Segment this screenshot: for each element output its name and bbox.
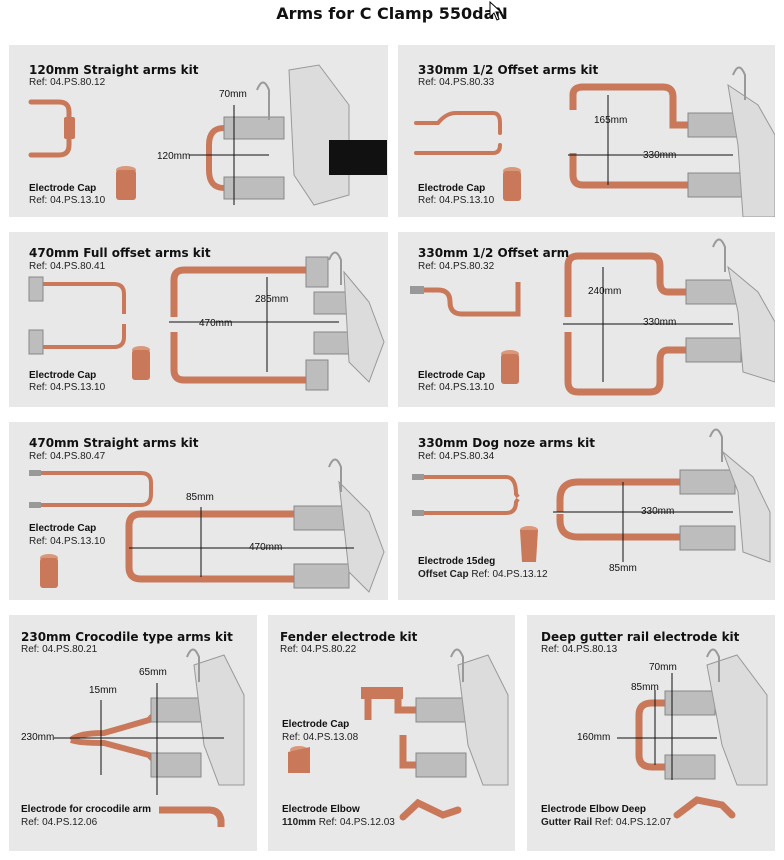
panel-330mm-half-offset-arms-kit: 330mm 1/2 Offset arms kit Ref: 04.PS.80.…: [398, 45, 775, 217]
product-illustration: [414, 66, 775, 217]
cap-title: Electrode Cap: [29, 370, 97, 381]
cap-title: Electrode 15deg: [418, 556, 496, 567]
cap-ref-label: Gutter Rail: [541, 817, 593, 828]
panel-title: 470mm Full offset arms kit: [29, 246, 211, 260]
cap-title: Electrode Cap: [29, 523, 97, 534]
panel-230mm-crocodile-arms-kit: 230mm Crocodile type arms kit Ref: 04.PS…: [9, 615, 257, 851]
dimension-label: 330mm: [641, 506, 675, 517]
cap-ref-value: Ref: 04.PS.12.07: [594, 817, 672, 828]
dimension-label: 230mm: [21, 732, 55, 743]
product-illustration: [288, 648, 509, 821]
dimension-label: 70mm: [649, 662, 677, 673]
panel-ref: Ref: 04.PS.80.12: [29, 77, 106, 88]
cap-title: Electrode Elbow Deep: [541, 804, 647, 815]
panel-ref: Ref: 04.PS.80.47: [29, 451, 106, 462]
dimension-label: 85mm: [631, 682, 659, 693]
panel-title: 230mm Crocodile type arms kit: [21, 630, 233, 644]
elbow-ref: 110mm Ref: 04.PS.12.03: [282, 817, 395, 828]
panel-ref: Ref: 04.PS.80.32: [418, 261, 495, 272]
dimension-label: 120mm: [157, 151, 191, 162]
panel-ref: Ref: 04.PS.80.33: [418, 77, 495, 88]
panel-330mm-half-offset-arm: 330mm 1/2 Offset arm Ref: 04.PS.80.32 El…: [398, 232, 775, 407]
panel-330mm-dog-noze-arms-kit: 330mm Dog noze arms kit Ref: 04.PS.80.34…: [398, 422, 775, 600]
dimension-label: 240mm: [588, 286, 622, 297]
cap-title: Electrode Cap: [29, 183, 97, 194]
panel-title: 330mm 1/2 Offset arm: [418, 246, 570, 260]
panel-ref: Ref: 04.PS.80.13: [541, 644, 618, 655]
panel-title: 120mm Straight arms kit: [29, 63, 199, 77]
cap-ref-label: Offset Cap: [418, 569, 469, 580]
dimension-label: 470mm: [249, 542, 283, 553]
cap-ref: Ref: 04.PS.13.10: [418, 382, 495, 393]
page-title: Arms for C Clamp 550daN: [276, 4, 508, 23]
dimension-label: 70mm: [219, 89, 247, 100]
panel-470mm-straight-arms-kit: 470mm Straight arms kit Ref: 04.PS.80.47…: [9, 422, 388, 600]
cap-ref: Ref: 04.PS.13.08: [282, 732, 359, 743]
panel-title: 330mm Dog noze arms kit: [418, 436, 595, 450]
panel-title: Deep gutter rail electrode kit: [541, 630, 740, 644]
panel-470mm-full-offset-arms-kit: 470mm Full offset arms kit Ref: 04.PS.80…: [9, 232, 388, 407]
cap-title: Electrode for crocodile arm: [21, 804, 152, 815]
panel-ref: Ref: 04.PS.80.41: [29, 261, 106, 272]
cap-ref: Ref: 04.PS.13.10: [418, 195, 495, 206]
cap-title: Electrode Cap: [418, 183, 486, 194]
product-illustration: [28, 251, 385, 391]
dimension-label: 330mm: [643, 150, 677, 161]
cap-ref: Ref: 04.PS.13.10: [29, 382, 106, 393]
dimension-label: 160mm: [577, 732, 611, 743]
panel-fender-electrode-kit: Fender electrode kit Ref: 04.PS.80.22 El…: [268, 615, 515, 851]
cap-ref: Ref: 04.PS.13.10: [29, 195, 106, 206]
product-illustration: [28, 64, 387, 206]
dimension-label: 15mm: [89, 685, 117, 696]
dimension-label: 330mm: [643, 317, 677, 328]
product-illustration: [617, 648, 768, 819]
panel-title: Fender electrode kit: [280, 630, 418, 644]
elbow-ref-value: Ref: 04.PS.12.03: [318, 817, 395, 828]
cap-ref: Gutter Rail Ref: 04.PS.12.07: [541, 817, 671, 828]
dimension-label: 65mm: [139, 667, 167, 678]
dimension-label: 285mm: [255, 294, 289, 305]
panel-120mm-straight-arms: 120mm Straight arms kit Ref: 04.PS.80.12…: [9, 45, 388, 217]
cap-title: Electrode Cap: [418, 370, 486, 381]
panel-title: 330mm 1/2 Offset arms kit: [418, 63, 599, 77]
dimension-label: 85mm: [609, 563, 637, 574]
panel-deep-gutter-rail-electrode-kit: Deep gutter rail electrode kit Ref: 04.P…: [527, 615, 775, 851]
mouse-cursor-icon: [489, 1, 503, 21]
elbow-title: Electrode Elbow: [282, 804, 360, 815]
cap-ref: Ref: 04.PS.12.06: [21, 817, 98, 828]
panel-ref: Ref: 04.PS.80.22: [280, 644, 357, 655]
cap-title: Electrode Cap: [282, 719, 350, 730]
dimension-label: 470mm: [199, 318, 233, 329]
product-illustration: [410, 238, 775, 396]
dimension-label: 85mm: [186, 492, 214, 503]
cap-ref: Offset Cap Ref: 04.PS.13.12: [418, 569, 548, 580]
product-illustration: [412, 428, 771, 563]
dimension-label: 165mm: [594, 115, 628, 126]
product-illustration: [54, 648, 245, 827]
panel-ref: Ref: 04.PS.80.34: [418, 451, 495, 462]
panel-title: 470mm Straight arms kit: [29, 436, 199, 450]
product-illustration: [29, 458, 385, 593]
cap-ref-value: Ref: 04.PS.13.12: [471, 569, 548, 580]
panel-ref: Ref: 04.PS.80.21: [21, 644, 98, 655]
cap-ref: Ref: 04.PS.13.10: [29, 536, 106, 547]
elbow-ref-label: 110mm: [282, 817, 316, 828]
